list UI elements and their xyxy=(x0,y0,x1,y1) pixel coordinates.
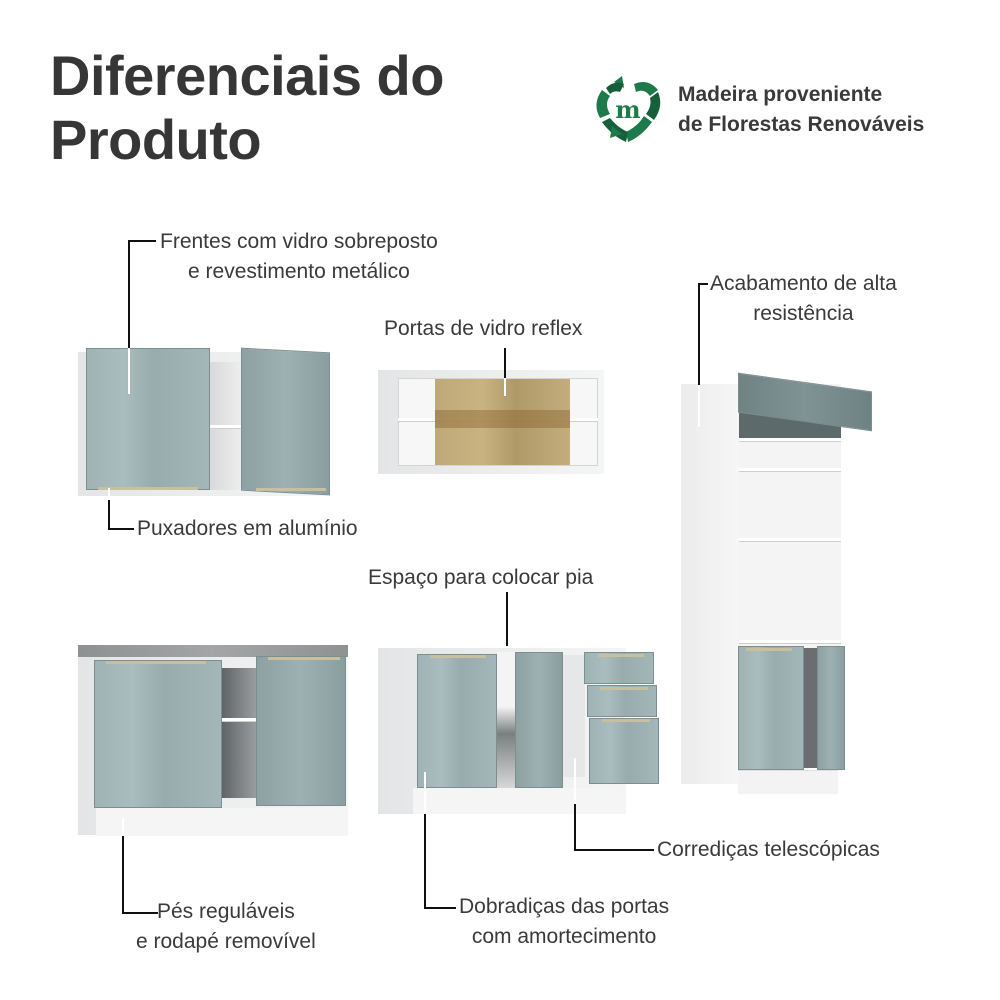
feature-text: Pés reguláveis xyxy=(157,900,295,923)
badge-line-1: Madeira proveniente xyxy=(678,83,883,106)
feature-text: Dobradiças das portas xyxy=(459,895,670,918)
callout-pointer-pes xyxy=(122,818,124,834)
svg-text:m: m xyxy=(615,95,640,124)
drawer-box xyxy=(563,655,585,777)
callout-line-frentes xyxy=(128,240,130,348)
feature-text: e rodapé removível xyxy=(136,930,316,953)
feature-text: Puxadores em alumínio xyxy=(137,517,358,540)
feature-label-puxadores: Puxadores em alumínio xyxy=(137,514,358,544)
callout-line-dobradicas xyxy=(424,907,456,909)
drawer-bottom xyxy=(589,718,659,784)
drawer-middle xyxy=(587,685,657,717)
door-handle xyxy=(256,488,326,491)
open-drawer-front xyxy=(515,652,563,788)
recycle-heart-m-icon: m xyxy=(596,76,661,142)
feature-text: e revestimento metálico xyxy=(188,260,410,283)
callout-pointer-acabamento xyxy=(698,385,700,427)
callout-line-puxadores xyxy=(108,528,134,530)
cabinet-interior xyxy=(222,668,256,798)
callout-pointer-corredicas xyxy=(574,758,576,804)
callout-line-puxadores xyxy=(108,500,110,529)
cabinet-shelf xyxy=(210,425,242,429)
badge-line-2: de Florestas Renováveis xyxy=(678,113,925,136)
callout-pointer-dobradicas xyxy=(424,772,426,814)
callout-line-dobradicas xyxy=(424,814,426,908)
callout-line-frentes xyxy=(128,240,156,242)
feature-label-espaco-pia: Espaço para colocar pia xyxy=(368,563,593,593)
tower-shelf xyxy=(739,468,841,472)
cabinet-shelf xyxy=(222,718,256,722)
cabinet-door-right xyxy=(256,656,346,806)
cabinet-door-left xyxy=(94,660,222,808)
reflex-glass-door xyxy=(435,379,570,465)
door-handle xyxy=(106,661,206,664)
badge-text: Madeira proveniente de Florestas Renováv… xyxy=(678,80,924,140)
feature-label-pes: Pés reguláveis e rodapé removível xyxy=(136,897,316,957)
feature-label-frentes: Frentes com vidro sobreposto e revestime… xyxy=(160,227,438,287)
callout-pointer-portas-vidro xyxy=(504,378,506,396)
door-handle xyxy=(268,657,340,660)
tower-shelf xyxy=(739,438,841,442)
tower-shelf xyxy=(739,538,841,542)
cabinet-plinth xyxy=(413,788,626,814)
cabinet-door-left xyxy=(86,348,210,490)
page-title: Diferenciais do Produto xyxy=(50,44,444,172)
callout-line-pes xyxy=(122,836,124,913)
drawer-handle xyxy=(602,719,650,722)
feature-label-dobradicas: Dobradiças das portas com amortecimento xyxy=(459,892,669,952)
feature-text: com amortecimento xyxy=(471,925,657,948)
door-handle xyxy=(98,487,198,490)
callout-pointer-frentes xyxy=(128,348,130,394)
glass-reflection xyxy=(435,410,570,428)
callout-line-corredicas xyxy=(574,804,576,850)
feature-text: resistência xyxy=(753,302,854,325)
tower-shelf xyxy=(739,640,841,644)
drawer-handle xyxy=(600,687,648,690)
callout-line-espaco-pia xyxy=(506,592,508,646)
removable-plinth xyxy=(96,808,346,836)
callout-line-acabamento xyxy=(698,283,708,285)
sink-cabinet-door xyxy=(417,654,497,788)
tower-side-panel xyxy=(681,384,739,784)
door-handle xyxy=(430,655,486,658)
cabinet-door-right xyxy=(241,347,330,496)
tower-lower-interior xyxy=(800,648,820,768)
door-handle xyxy=(746,648,792,651)
stone-countertop xyxy=(78,645,348,657)
title-line-2: Produto xyxy=(50,108,262,171)
drawer-handle xyxy=(598,654,644,657)
callout-line-portas-vidro xyxy=(504,348,506,378)
feature-text: Espaço para colocar pia xyxy=(368,566,594,589)
sink-space-interior xyxy=(497,652,517,788)
feature-text: Frentes com vidro sobreposto xyxy=(160,230,438,253)
callout-line-pes xyxy=(122,912,158,914)
callout-line-corredicas xyxy=(574,849,654,851)
drawer-top xyxy=(584,652,654,684)
renewable-wood-badge: m Madeira proveniente de Florestas Renov… xyxy=(588,74,924,146)
feature-label-acabamento: Acabamento de alta resistência xyxy=(710,269,897,329)
feature-text: Acabamento de alta xyxy=(710,272,897,295)
tower-door-left xyxy=(738,646,804,770)
feature-label-portas-vidro: Portas de vidro reflex xyxy=(384,314,582,344)
tower-door-right xyxy=(817,646,845,770)
feature-text: Corrediças telescópicas xyxy=(657,838,880,861)
feature-label-corredicas: Corrediças telescópicas xyxy=(657,835,880,865)
tower-plinth xyxy=(738,770,838,794)
feature-text: Portas de vidro reflex xyxy=(384,317,583,340)
callout-pointer-puxadores xyxy=(108,488,110,500)
title-line-1: Diferenciais do xyxy=(50,44,444,107)
callout-line-acabamento xyxy=(698,283,700,385)
